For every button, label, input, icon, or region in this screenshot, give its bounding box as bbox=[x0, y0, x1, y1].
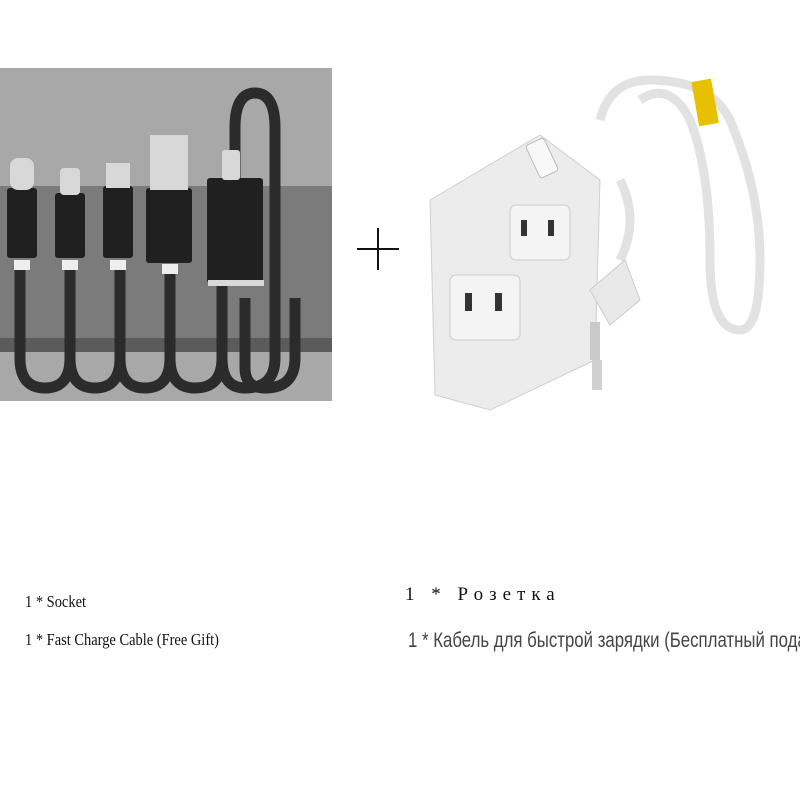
caption-cable-en: 1 * Fast Charge Cable (Free Gift) bbox=[25, 630, 219, 649]
caption-cable-ru: 1 * Кабель для быстрой зарядки (Бесплатн… bbox=[408, 629, 800, 652]
caption-socket-en: 1 * Socket bbox=[25, 592, 87, 611]
charging-cables-photo bbox=[0, 68, 332, 401]
caption-socket-ru: 1 * Розетка bbox=[405, 584, 561, 605]
plus-sign bbox=[357, 228, 399, 270]
power-strip-photo bbox=[429, 75, 765, 411]
